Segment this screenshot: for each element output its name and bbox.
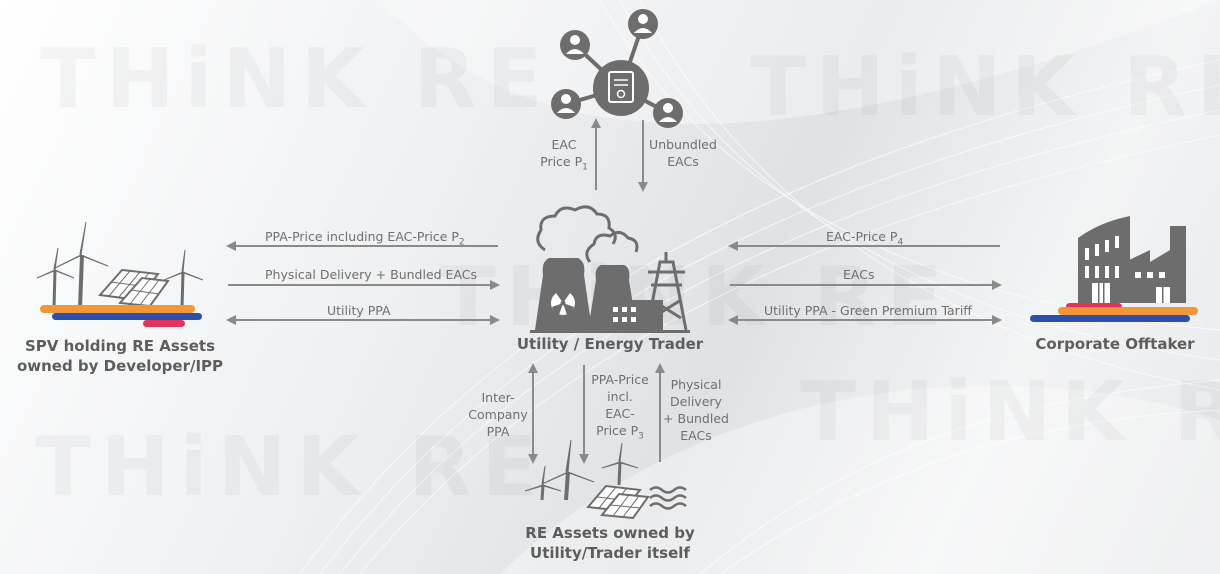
label-physical-delivery-bundled: Physical Delivery + Bundled EACs — [265, 267, 478, 282]
wind-solar-assets-icon — [36, 221, 204, 309]
label-inter-company-ppa: Inter- Company PPA — [468, 390, 528, 439]
label-eac-price-p1: EAC Price P1 — [540, 137, 588, 173]
node-utility: Utility / Energy Trader — [516, 335, 704, 353]
person-icon — [628, 9, 658, 39]
label-utility-ppa-green: Utility PPA - Green Premium Tariff — [764, 303, 972, 318]
power-plant-icon — [530, 205, 690, 333]
wind-solar-hydro-assets-icon — [524, 439, 639, 501]
bar-blue — [1030, 315, 1190, 322]
certificate-icon — [593, 60, 649, 116]
hydro-waves-icon — [649, 486, 687, 510]
bar-orange — [40, 305, 195, 313]
label-ppa-price-p2: PPA-Price including EAC-Price P2 — [265, 229, 465, 248]
label-unbundled-eacs: Unbundled EACs — [649, 137, 717, 169]
label-eac-price-p4: EAC-Price P4 — [826, 229, 904, 248]
person-icon — [560, 30, 590, 60]
person-icon — [551, 89, 581, 119]
bar-blue — [52, 313, 202, 320]
label-ppa-price-p3: PPA-Price incl. EAC- Price P3 — [591, 372, 649, 442]
person-icon — [653, 98, 683, 128]
node-re-assets: RE Assets owned by Utility/Trader itself — [525, 524, 695, 562]
label-eacs: EACs — [843, 267, 875, 282]
bar-red — [143, 320, 185, 327]
label-utility-ppa: Utility PPA — [327, 303, 391, 318]
node-spv: SPV holding RE Assets owned by Developer… — [16, 337, 224, 375]
bar-orange — [1058, 307, 1198, 315]
corporate-buildings-icon — [1078, 216, 1186, 303]
node-corporate: Corporate Offtaker — [1035, 335, 1195, 353]
label-physical-delivery-bottom: Physical Delivery + Bundled EACs — [663, 377, 729, 443]
solar-panel-icon — [586, 484, 650, 520]
